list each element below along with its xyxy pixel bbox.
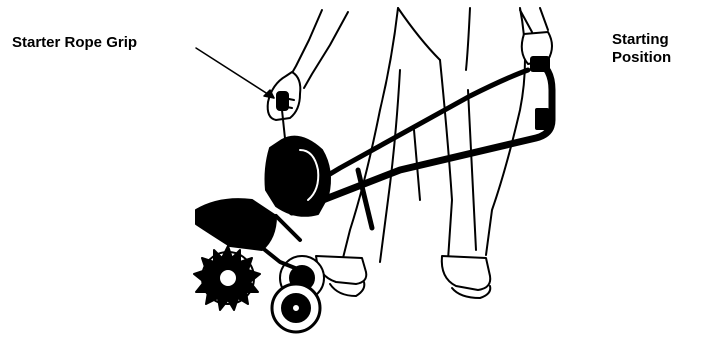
figure-title: Starting Position: [612, 31, 702, 67]
transport-wheel-front: [272, 284, 320, 332]
tines: [194, 246, 260, 310]
operator-right-arm: [520, 8, 552, 64]
tiller-handle: [292, 60, 552, 228]
figure-title-line-1: Starting: [612, 31, 702, 49]
engine-body: [266, 137, 331, 216]
handle-throttle: [535, 108, 549, 130]
tine-shield: [196, 199, 276, 250]
operator-right-shoe: [442, 256, 491, 298]
callout-arrow: [196, 48, 274, 98]
handle-grip: [530, 56, 550, 72]
callout-label-starter-rope-grip: Starter Rope Grip: [12, 34, 137, 52]
figure-title-line-2: Position: [612, 49, 702, 67]
